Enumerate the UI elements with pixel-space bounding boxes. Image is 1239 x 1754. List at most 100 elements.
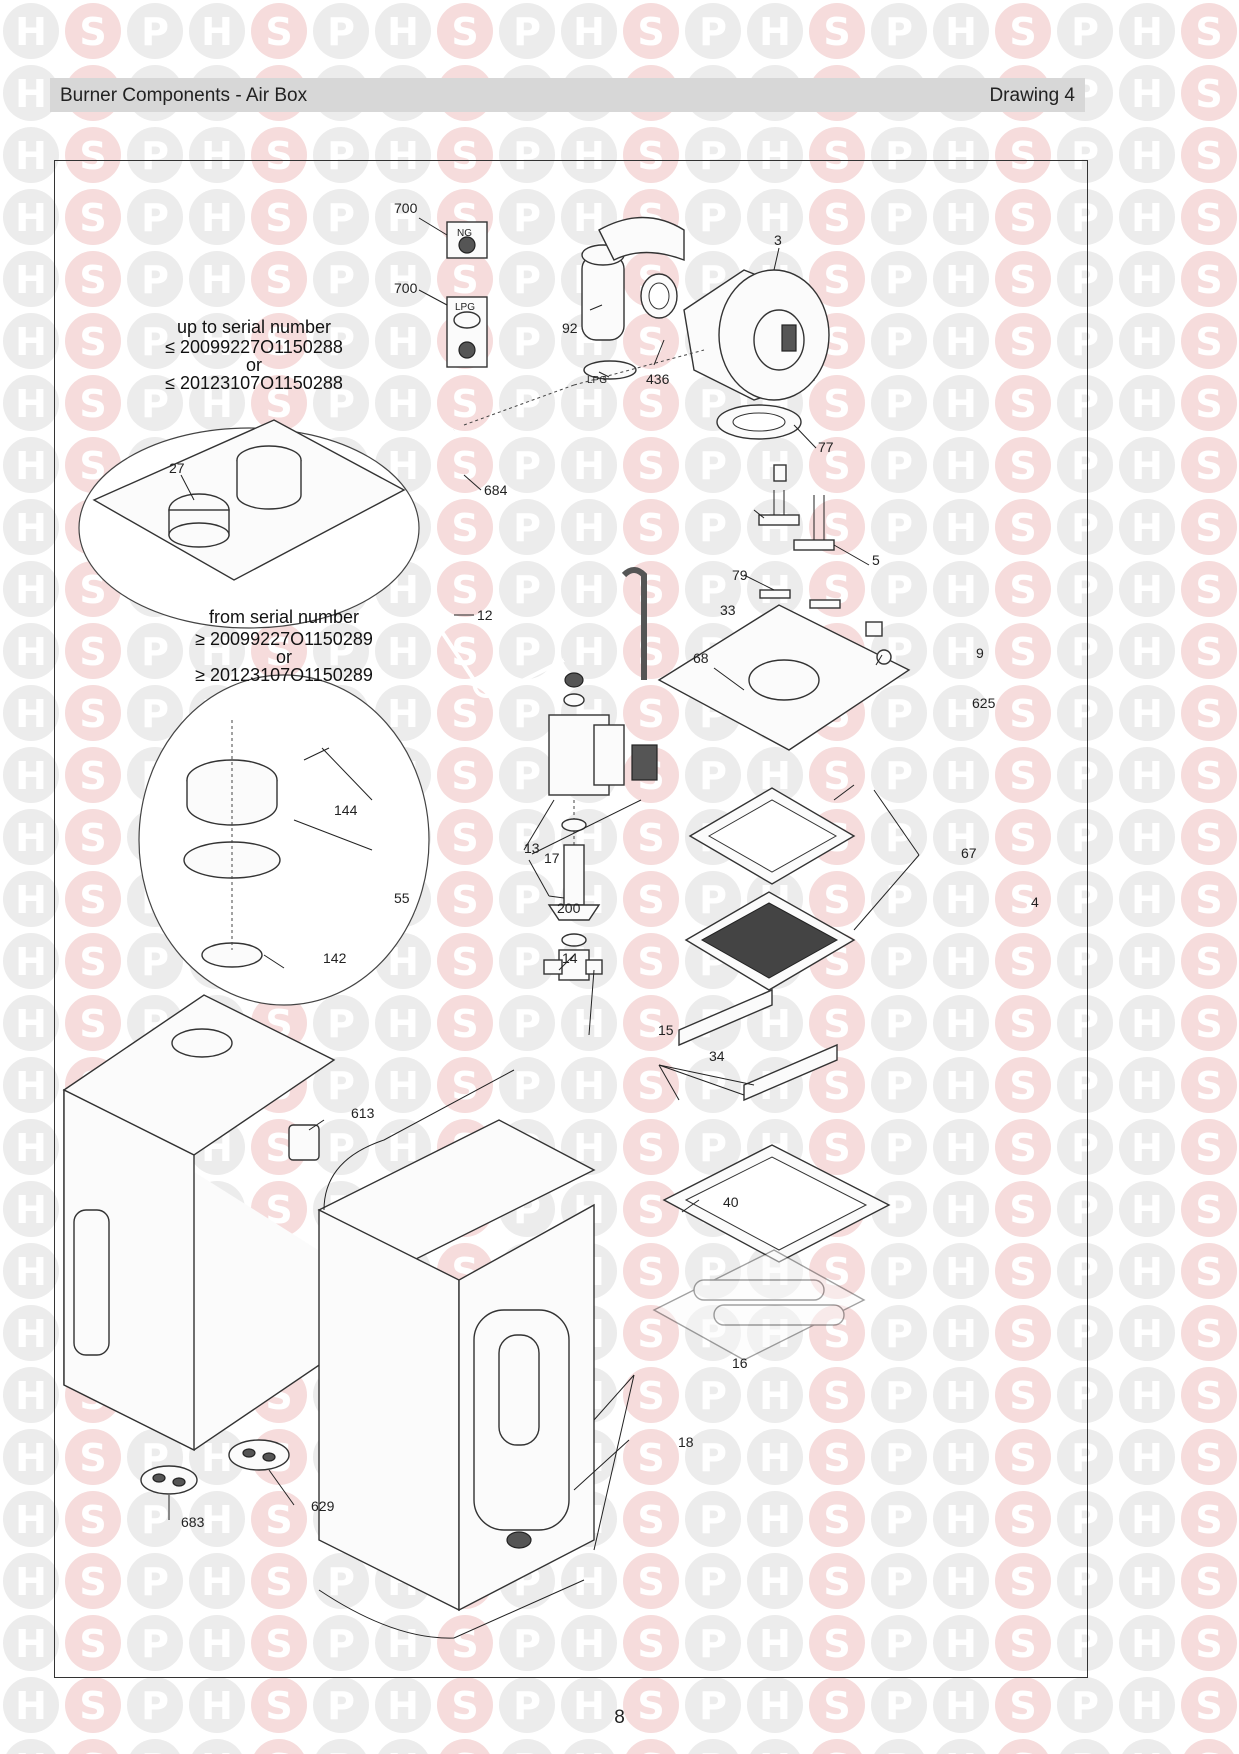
watermark-letter: S (451, 940, 478, 984)
watermark-letter: S (265, 630, 292, 674)
watermark-letter: H (1131, 1498, 1163, 1542)
watermark-circle (189, 1677, 245, 1733)
watermark-letter: H (1131, 382, 1163, 426)
watermark-letter: S (1195, 1684, 1222, 1728)
watermark-letter: H (15, 1002, 47, 1046)
watermark-letter: P (885, 1746, 913, 1754)
watermark-circle (1119, 1491, 1175, 1547)
watermark-letter: S (1009, 692, 1036, 736)
watermark-letter: P (327, 1064, 355, 1108)
watermark-circle (561, 1553, 617, 1609)
label-55: 55 (394, 890, 410, 906)
watermark-circle (623, 561, 679, 617)
note-upto-serial2: ≤ 20123107O1150288 (165, 373, 343, 393)
watermark-letter: P (885, 134, 913, 178)
watermark-letter: S (451, 1002, 478, 1046)
watermark-letter: P (513, 506, 541, 550)
watermark-circle (1057, 499, 1113, 555)
watermark-circle (375, 189, 431, 245)
watermark-letter: H (759, 1560, 791, 1604)
watermark-circle (933, 747, 989, 803)
watermark-circle (1057, 747, 1113, 803)
watermark-circle (192, 1739, 242, 1754)
watermark-letter: P (1071, 1312, 1099, 1356)
watermark-letter: P (1071, 1436, 1099, 1480)
watermark-letter: H (1131, 1436, 1163, 1480)
watermark-circle (127, 375, 183, 431)
watermark-letter: S (823, 258, 850, 302)
watermark-circle (499, 1677, 555, 1733)
watermark-circle (499, 437, 555, 493)
watermark-letter: S (1009, 878, 1036, 922)
watermark-letter: S (1195, 1436, 1222, 1480)
watermark-letter: S (1009, 444, 1036, 488)
watermark-letter: S (823, 1560, 850, 1604)
watermark-letter: P (885, 1436, 913, 1480)
watermark-letter: P (513, 196, 541, 240)
watermark-circle (871, 313, 927, 369)
watermark-circle (561, 623, 617, 679)
watermark-letter: S (823, 134, 850, 178)
watermark-letter: S (637, 1498, 664, 1542)
watermark-letter: H (201, 382, 233, 426)
watermark-letter: H (573, 1746, 605, 1754)
watermark-letter: P (885, 1064, 913, 1108)
watermark-letter: H (945, 1746, 977, 1754)
watermark-letter: P (513, 320, 541, 364)
watermark-letter: P (699, 1312, 727, 1356)
watermark-letter: H (387, 1064, 419, 1108)
watermark-circle (871, 747, 927, 803)
watermark-letter: H (15, 72, 47, 116)
watermark-letter: P (1071, 1498, 1099, 1542)
watermark-circle (1181, 65, 1237, 121)
watermark-letter: S (265, 196, 292, 240)
watermark-circle (189, 127, 245, 183)
watermark-letter: S (637, 1250, 664, 1294)
watermark-letter: S (451, 816, 478, 860)
watermark-letter: H (759, 1684, 791, 1728)
watermark-letter: S (637, 1684, 664, 1728)
watermark-letter: P (1071, 1374, 1099, 1418)
watermark-letter: S (1009, 754, 1036, 798)
watermark-letter: P (1071, 1002, 1099, 1046)
header-bar: Burner Components - Air Box Drawing 4 (50, 78, 1085, 112)
watermark-letter: P (327, 382, 355, 426)
watermark-letter: H (945, 10, 977, 54)
watermark-letter: H (15, 1622, 47, 1666)
watermark-circle (313, 251, 369, 307)
watermark-circle (251, 127, 307, 183)
watermark-circle (375, 995, 431, 1051)
watermark-circle (65, 1553, 121, 1609)
watermark-letter: S (265, 320, 292, 364)
lpg-restrictor-icon (458, 341, 476, 359)
watermark-letter: H (1131, 692, 1163, 736)
watermark-letter: S (823, 1436, 850, 1480)
watermark-circle (437, 561, 493, 617)
watermark-circle (65, 1615, 121, 1671)
watermark-circle (623, 127, 679, 183)
watermark-circle (995, 1243, 1051, 1299)
watermark-circle (1057, 623, 1113, 679)
watermark-letter: S (1195, 444, 1222, 488)
watermark-letter: S (79, 1560, 106, 1604)
watermark-letter: S (1009, 940, 1036, 984)
watermark-letter: H (573, 382, 605, 426)
watermark-circle (1119, 313, 1175, 369)
watermark-circle (313, 189, 369, 245)
page-title: Burner Components - Air Box (60, 85, 308, 106)
watermark-circle (995, 1367, 1051, 1423)
watermark-circle (1057, 313, 1113, 369)
insulation-strip (678, 988, 773, 1047)
watermark-circle (995, 685, 1051, 741)
watermark-circle (747, 747, 803, 803)
watermark-letter: S (1009, 1064, 1036, 1108)
watermark-letter: H (15, 1374, 47, 1418)
watermark-letter: H (15, 382, 47, 426)
watermark-letter: H (759, 1498, 791, 1542)
watermark-letter: H (945, 134, 977, 178)
watermark-letter: S (451, 1746, 478, 1754)
watermark-letter: H (1131, 1746, 1163, 1754)
watermark-circle (189, 1615, 245, 1671)
watermark-letter: S (1009, 1002, 1036, 1046)
watermark-circle (871, 3, 927, 59)
